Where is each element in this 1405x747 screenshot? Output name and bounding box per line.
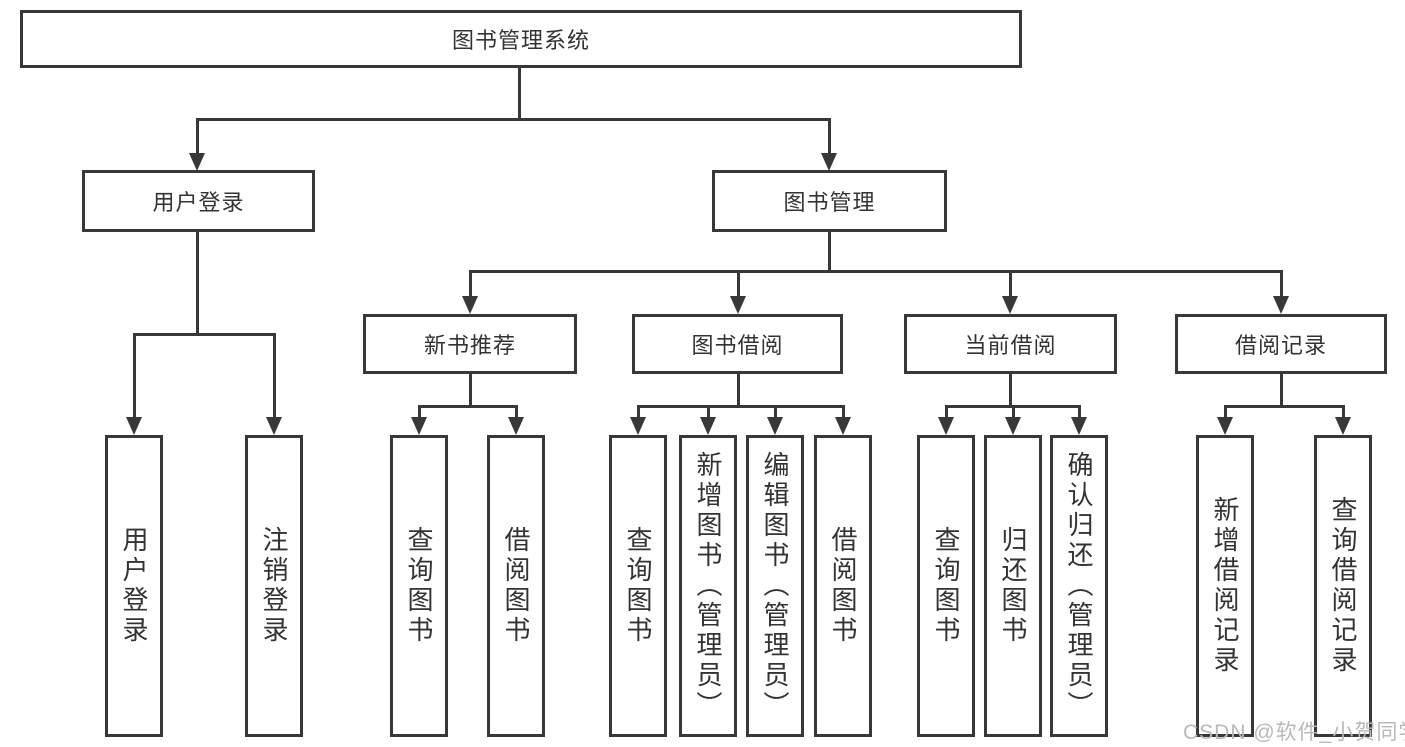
connector-login-bar xyxy=(133,333,275,336)
arrow-down-icon xyxy=(508,417,524,435)
connector-root-stem xyxy=(518,68,521,120)
connector-root-bar xyxy=(196,118,830,121)
arrow-down-icon xyxy=(767,417,783,435)
node-borrow-records: 借阅记录 xyxy=(1175,314,1387,374)
connector-to-new-book-recommend xyxy=(469,270,472,298)
arrow-down-icon xyxy=(821,153,837,171)
leaf-rec-borrow-books-label: 借阅图书 xyxy=(501,526,531,646)
leaf-current-return-books-label: 归还图书 xyxy=(998,526,1028,646)
arrow-down-icon xyxy=(126,417,142,435)
connector-mgmt-stem xyxy=(828,232,831,272)
leaf-logout-label: 注销登录 xyxy=(259,526,289,646)
leaf-records-query-record: 查询借阅记录 xyxy=(1314,435,1372,737)
connector-to-leaf xyxy=(1012,405,1015,419)
leaf-user-login: 用户登录 xyxy=(105,435,163,737)
connector-login-stem xyxy=(196,232,199,335)
arrow-down-icon xyxy=(835,417,851,435)
connector-to-leaf-logout xyxy=(273,333,276,419)
connector-to-current-borrow xyxy=(1009,270,1012,298)
arrow-down-icon xyxy=(1217,417,1233,435)
connector-to-leaf xyxy=(637,405,640,419)
connector-rec-bar xyxy=(418,405,517,408)
leaf-borrow-borrow-books-label: 借阅图书 xyxy=(828,526,858,646)
node-new-book-recommend: 新书推荐 xyxy=(363,314,577,374)
arrow-down-icon xyxy=(630,417,646,435)
leaf-user-login-label: 用户登录 xyxy=(119,526,149,646)
leaf-rec-query-books: 查询图书 xyxy=(390,435,448,737)
leaf-current-query-books-label: 查询图书 xyxy=(931,526,961,646)
arrow-down-icon xyxy=(462,296,478,314)
connector-to-leaf-user-login xyxy=(133,333,136,419)
arrow-down-icon xyxy=(700,417,716,435)
connector-borrow-bar xyxy=(637,405,844,408)
leaf-current-confirm-return-admin-label: 确认归还（管理员） xyxy=(1064,451,1094,721)
connector-to-leaf xyxy=(774,405,777,419)
connector-rec-stem xyxy=(469,374,472,407)
node-user-login: 用户登录 xyxy=(82,170,315,232)
node-book-management-label: 图书管理 xyxy=(783,190,876,215)
leaf-records-query-record-label: 查询借阅记录 xyxy=(1328,496,1358,676)
connector-to-leaf xyxy=(418,405,421,419)
arrow-down-icon xyxy=(1071,417,1087,435)
arrow-down-icon xyxy=(266,417,282,435)
arrow-down-icon xyxy=(730,296,746,314)
connector-to-book-management xyxy=(828,118,831,154)
arrow-down-icon xyxy=(189,153,205,171)
connector-to-leaf xyxy=(842,405,845,419)
leaf-borrow-edit-books-admin: 编辑图书（管理员） xyxy=(746,435,804,737)
connector-mgmt-bar xyxy=(469,270,1282,273)
arrow-down-icon xyxy=(938,417,954,435)
leaf-borrow-borrow-books: 借阅图书 xyxy=(814,435,872,737)
connector-to-leaf xyxy=(1078,405,1081,419)
leaf-rec-borrow-books: 借阅图书 xyxy=(487,435,545,737)
node-book-borrow: 图书借阅 xyxy=(632,314,843,374)
arrow-down-icon xyxy=(411,417,427,435)
leaf-logout: 注销登录 xyxy=(245,435,303,737)
arrow-down-icon xyxy=(1335,417,1351,435)
connector-to-borrow-records xyxy=(1280,270,1283,298)
connector-to-leaf xyxy=(1224,405,1227,419)
node-current-borrow-label: 当前借阅 xyxy=(964,333,1057,358)
node-user-login-label: 用户登录 xyxy=(152,190,245,215)
arrow-down-icon xyxy=(1005,417,1021,435)
arrow-down-icon xyxy=(1273,296,1289,314)
leaf-records-add-record-label: 新增借阅记录 xyxy=(1210,496,1240,676)
leaf-borrow-edit-books-admin-label: 编辑图书（管理员） xyxy=(760,451,790,721)
arrow-down-icon xyxy=(1002,296,1018,314)
connector-current-stem xyxy=(1009,374,1012,407)
leaf-records-add-record: 新增借阅记录 xyxy=(1196,435,1254,737)
leaf-current-confirm-return-admin: 确认归还（管理员） xyxy=(1050,435,1108,737)
connector-to-leaf xyxy=(515,405,518,419)
connector-to-leaf xyxy=(707,405,710,419)
leaf-current-query-books: 查询图书 xyxy=(917,435,975,737)
csdn-watermark: CSDN @软件_小贺同学 xyxy=(1183,721,1405,744)
connector-records-stem xyxy=(1280,374,1283,407)
leaf-rec-query-books-label: 查询图书 xyxy=(404,526,434,646)
connector-to-leaf xyxy=(945,405,948,419)
connector-records-bar xyxy=(1224,405,1344,408)
node-current-borrow: 当前借阅 xyxy=(904,314,1117,374)
node-library-system-label: 图书管理系统 xyxy=(451,28,590,53)
connector-borrow-stem xyxy=(737,374,740,407)
node-new-book-recommend-label: 新书推荐 xyxy=(423,333,516,358)
node-borrow-records-label: 借阅记录 xyxy=(1234,333,1327,358)
connector-to-book-borrow xyxy=(737,270,740,298)
node-library-system: 图书管理系统 xyxy=(20,10,1022,68)
node-book-borrow-label: 图书借阅 xyxy=(691,333,784,358)
leaf-borrow-query-books-label: 查询图书 xyxy=(623,526,653,646)
connector-to-user-login xyxy=(196,118,199,154)
leaf-borrow-add-books-admin: 新增图书（管理员） xyxy=(679,435,737,737)
leaf-borrow-add-books-admin-label: 新增图书（管理员） xyxy=(693,451,723,721)
connector-to-leaf xyxy=(1342,405,1345,419)
leaf-borrow-query-books: 查询图书 xyxy=(609,435,667,737)
node-book-management: 图书管理 xyxy=(712,170,947,232)
leaf-current-return-books: 归还图书 xyxy=(984,435,1042,737)
